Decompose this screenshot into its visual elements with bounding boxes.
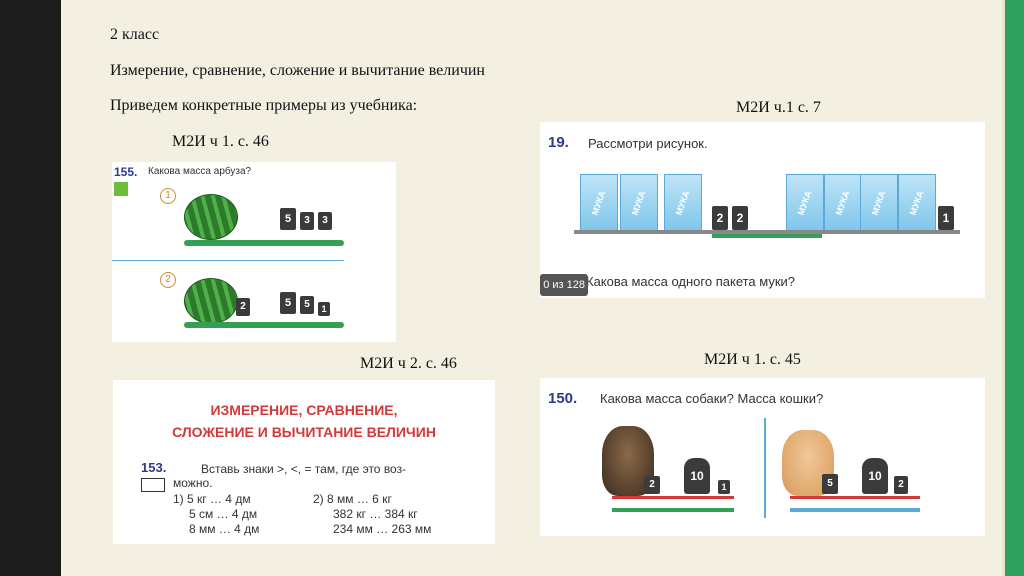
weight: 5 — [280, 292, 296, 314]
panel-watermelon: 155. Какова масса арбуза? 1 5 3 3 2 2 5 … — [112, 162, 396, 342]
flour-bag: МУКА — [620, 174, 658, 232]
exercise-title: Рассмотри рисунок. — [588, 136, 708, 151]
task-text-line2: можно. — [173, 476, 213, 490]
exercise-number: 155. — [114, 165, 138, 179]
task-item: 382 кг … 384 кг — [333, 507, 418, 521]
right-decor-bar — [1005, 0, 1024, 576]
task-item: 8 мм … 4 дм — [189, 522, 260, 536]
caption-d: М2И ч 1. с. 45 — [704, 351, 801, 368]
exercise-number: 150. — [548, 390, 578, 407]
exercise-question: Какова масса одного пакета муки? — [586, 274, 796, 289]
scale-beam — [184, 322, 344, 328]
slide-line-grade: 2 класс — [110, 26, 160, 43]
task-item: 5 см … 4 дм — [189, 507, 258, 521]
scale-base — [612, 508, 734, 512]
weight: 2 — [644, 476, 660, 494]
panel-flour: 19. Рассмотри рисунок. МУКА МУКА МУКА 2 … — [540, 122, 985, 298]
row-label: 1 — [160, 188, 176, 204]
scale-beam — [574, 230, 960, 234]
scale-beam — [184, 240, 344, 246]
weight: 3 — [300, 212, 314, 230]
weight: 10 — [862, 458, 888, 494]
divider — [764, 418, 766, 518]
weight: 1 — [718, 480, 730, 494]
flour-bag: МУКА — [786, 174, 824, 232]
scale-beam — [612, 496, 734, 499]
left-decor-bar — [0, 0, 61, 576]
weight: 2 — [236, 298, 250, 316]
task-icon — [114, 182, 128, 196]
weight: 1 — [938, 206, 954, 230]
weight: 10 — [684, 458, 710, 494]
slide-line-intro: Приведем конкретные примеры из учебника: — [110, 97, 418, 114]
weight: 3 — [318, 212, 332, 230]
caption-c: М2И ч 2. с. 46 — [360, 355, 457, 372]
task-text-line1: Вставь знаки >, <, = там, где это воз- — [201, 462, 407, 476]
row-label: 2 — [160, 272, 176, 288]
watermelon-image — [184, 194, 238, 240]
task-item: 234 мм … 263 мм — [333, 522, 432, 536]
flour-bag: МУКА — [664, 174, 702, 232]
watermelon-image — [184, 278, 238, 324]
flour-bag: МУКА — [824, 174, 862, 232]
page-counter: 0 из 128 — [540, 274, 588, 296]
weight: 5 — [822, 474, 838, 494]
weight: 1 — [318, 302, 330, 316]
divider — [112, 260, 344, 261]
section-heading-line2: СЛОЖЕНИЕ И ВЫЧИТАНИЕ ВЕЛИЧИН — [172, 424, 436, 440]
exercise-question: Какова масса собаки? Масса кошки? — [600, 391, 824, 406]
panel-dog-cat: 150. Какова масса собаки? Масса кошки? 2… — [540, 378, 985, 536]
weight: 5 — [280, 208, 296, 230]
flour-bag: МУКА — [898, 174, 936, 232]
flour-bag: МУКА — [860, 174, 898, 232]
panel-comparison: ИЗМЕРЕНИЕ, СРАВНЕНИЕ, СЛОЖЕНИЕ И ВЫЧИТАН… — [113, 380, 495, 544]
caption-a: М2И ч 1. с. 46 — [172, 133, 269, 150]
flour-bag: МУКА — [580, 174, 618, 232]
book-icon — [141, 478, 165, 492]
task-item: 2) 8 мм … 6 кг — [313, 492, 392, 506]
task-item: 1) 5 кг … 4 дм — [173, 492, 251, 506]
weight: 2 — [732, 206, 748, 230]
exercise-number: 19. — [548, 134, 569, 151]
scale-base — [712, 234, 822, 238]
weight: 2 — [894, 476, 908, 494]
exercise-question: Какова масса арбуза? — [148, 166, 252, 177]
caption-b: М2И ч.1 с. 7 — [736, 99, 821, 116]
scale-base — [790, 508, 920, 512]
weight: 5 — [300, 296, 314, 314]
slide-line-topic: Измерение, сравнение, сложение и вычитан… — [110, 62, 485, 79]
section-heading-line1: ИЗМЕРЕНИЕ, СРАВНЕНИЕ, — [210, 402, 398, 418]
scale-beam — [790, 496, 920, 499]
exercise-number: 153. — [141, 460, 167, 475]
right-decor-line — [1002, 0, 1005, 576]
weight: 2 — [712, 206, 728, 230]
